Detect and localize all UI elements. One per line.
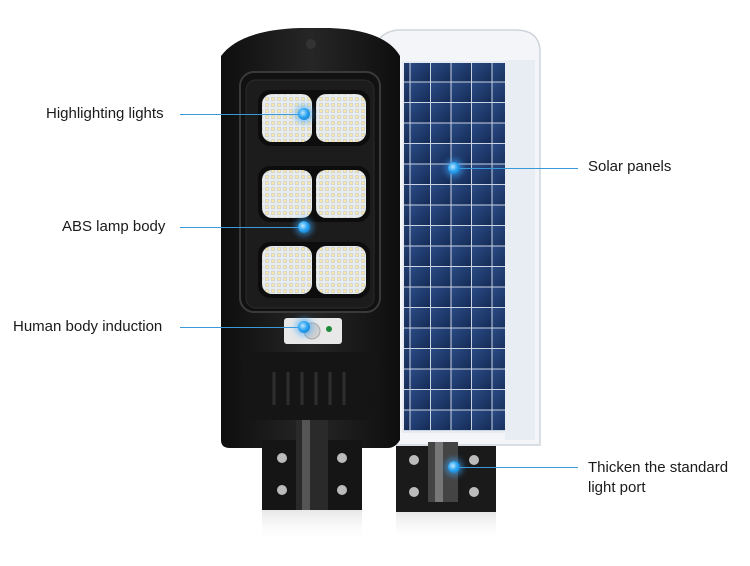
- callout-dot-induction: [298, 321, 310, 333]
- led-module-1: [258, 90, 370, 146]
- led-module-2: [258, 166, 370, 222]
- label-light-port-line2: light port: [588, 479, 646, 496]
- label-highlighting-lights: Highlighting lights: [46, 105, 164, 122]
- label-solar-panels: Solar panels: [588, 158, 672, 175]
- callout-line-highlighting: [180, 114, 305, 115]
- label-light-port-line1: Thicken the standard: [588, 459, 729, 476]
- led-module-3: [258, 242, 370, 298]
- callout-dot-highlighting: [298, 108, 310, 120]
- label-abs-lamp-body: ABS lamp body: [62, 218, 166, 235]
- callout-dot-port: [448, 461, 460, 473]
- callout-dot-abs: [298, 221, 310, 233]
- callout-line-induction: [180, 327, 305, 328]
- callout-dot-solar: [448, 162, 460, 174]
- callout-line-port: [455, 467, 578, 468]
- solar-cells: [402, 61, 508, 433]
- callout-line-abs: [180, 227, 305, 228]
- label-human-body-induction: Human body induction: [13, 318, 163, 335]
- callout-line-solar: [455, 168, 578, 169]
- solar-panel-unit: [379, 29, 541, 542]
- lamp-body: [221, 28, 400, 542]
